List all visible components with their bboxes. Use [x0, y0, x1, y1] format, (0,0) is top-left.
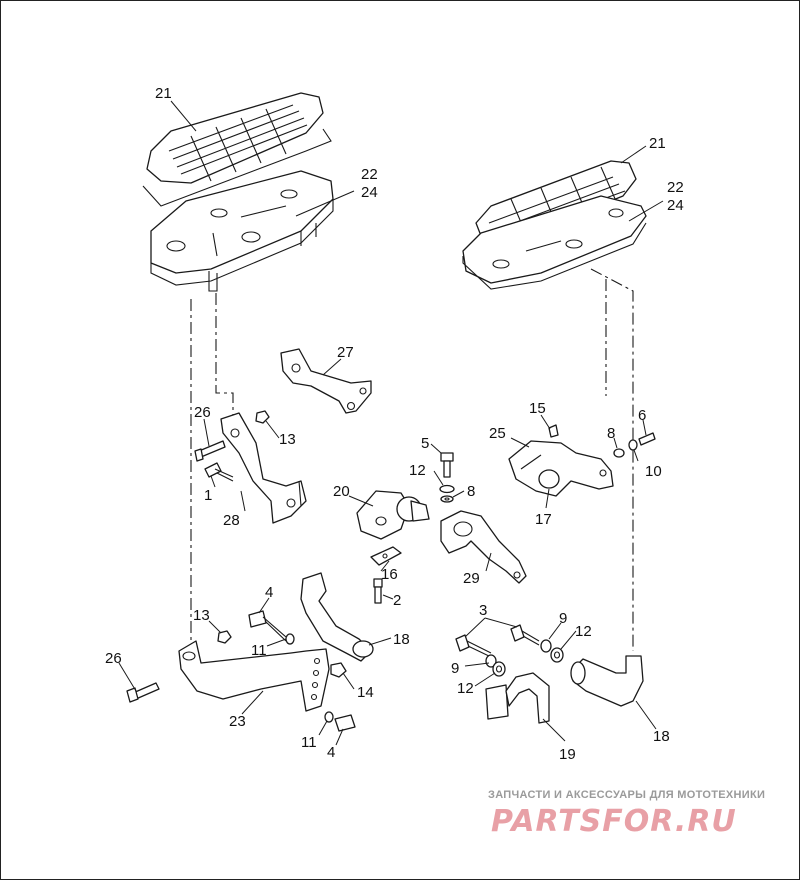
callout-11-lower: 11 — [301, 734, 317, 751]
callout-25: 25 — [489, 425, 506, 442]
alignment-lines — [190, 268, 634, 651]
bolt-2 — [373, 578, 383, 604]
nut-13-lower — [217, 630, 232, 644]
callout-17: 17 — [535, 511, 552, 528]
pivot-bracket-20 — [356, 490, 430, 540]
callout-10: 10 — [645, 463, 662, 480]
callout-16: 16 — [381, 566, 398, 583]
washer-11-lower — [324, 711, 334, 723]
callout-19: 19 — [559, 746, 576, 763]
callout-24-left: 24 — [361, 184, 378, 201]
callout-28: 28 — [223, 512, 240, 529]
callout-9-b: 9 — [451, 660, 459, 677]
callout-21-right: 21 — [649, 135, 666, 152]
bolt-4-lower — [334, 714, 356, 732]
leader-lines — [118, 100, 664, 746]
bracket-27 — [280, 348, 372, 414]
watermark-logo: PARTSFOR.RU — [491, 804, 737, 839]
callout-26-upper: 26 — [194, 404, 211, 421]
callout-1: 1 — [204, 487, 212, 504]
callout-8-right: 8 — [607, 425, 615, 442]
left-floorboard-base-24 — [150, 170, 334, 292]
callout-18-left: 18 — [393, 631, 410, 648]
arm-23 — [178, 640, 330, 712]
callout-3: 3 — [479, 602, 487, 619]
bracket-19 — [485, 672, 550, 724]
callout-12-b: 12 — [457, 680, 474, 697]
bolt-3-b — [510, 624, 540, 646]
callout-18-right: 18 — [653, 728, 670, 745]
washer-12-a — [550, 647, 564, 663]
bolt-26-upper — [194, 440, 226, 462]
callout-29: 29 — [463, 570, 480, 587]
callout-2: 2 — [393, 592, 401, 609]
arm-29 — [440, 510, 527, 584]
washer-10 — [628, 439, 638, 451]
callout-13-upper: 13 — [279, 431, 296, 448]
callout-14: 14 — [357, 684, 374, 701]
callout-8-center: 8 — [467, 483, 475, 500]
callout-6: 6 — [638, 407, 646, 424]
pivot-bracket-25 — [508, 440, 614, 497]
callout-23: 23 — [229, 713, 246, 730]
bolt-26-lower — [126, 682, 160, 703]
bolt-5 — [440, 452, 454, 478]
tube-18-left — [300, 572, 374, 662]
watermark: ЗАПЧАСТИ И АКСЕССУАРЫ ДЛЯ МОТОТЕХНИКИ PA… — [488, 789, 765, 839]
callout-13-lower: 13 — [193, 607, 210, 624]
left-floorboard-gasket-22 — [142, 128, 332, 207]
nut-14 — [330, 662, 347, 678]
mount-bracket-28 — [220, 412, 307, 524]
washer-8-center — [440, 495, 454, 503]
callout-9-a: 9 — [559, 610, 567, 627]
callout-15: 15 — [529, 400, 546, 417]
washer-11-upper — [285, 633, 295, 645]
bolt-1 — [204, 462, 234, 482]
callout-4-lower: 4 — [327, 744, 335, 761]
left-floorboard-pad-21 — [146, 92, 324, 184]
watermark-tagline: ЗАПЧАСТИ И АКСЕССУАРЫ ДЛЯ МОТОТЕХНИКИ — [488, 789, 765, 801]
plate-16 — [370, 546, 402, 566]
bolt-6 — [638, 432, 656, 446]
callout-21-left: 21 — [155, 85, 172, 102]
callout-22-left: 22 — [361, 166, 378, 183]
callout-12-a: 12 — [575, 623, 592, 640]
nut-13-upper — [255, 410, 270, 424]
callout-4-upper: 4 — [265, 584, 273, 601]
washer-8-right — [613, 448, 625, 458]
callouts: 21 22 24 21 22 24 27 26 13 1 28 5 12 8 2… — [105, 85, 684, 763]
washer-9-b — [485, 654, 497, 668]
bolt-4-upper — [248, 610, 287, 642]
callout-27: 27 — [337, 344, 354, 361]
callout-22-right: 22 — [667, 179, 684, 196]
callout-24-right: 24 — [667, 197, 684, 214]
spring-pin-15 — [548, 424, 559, 438]
right-floorboard-base-24 — [462, 195, 647, 290]
callout-20: 20 — [333, 483, 350, 500]
callout-26-lower: 26 — [105, 650, 122, 667]
tube-18-right — [570, 655, 644, 707]
washer-12-center — [439, 484, 455, 494]
callout-12-center: 12 — [409, 462, 426, 479]
bolt-3-a — [455, 634, 492, 658]
callout-11-upper: 11 — [251, 642, 267, 659]
washer-9-a — [540, 639, 552, 653]
callout-5: 5 — [421, 435, 429, 452]
washer-12-b — [492, 661, 506, 677]
